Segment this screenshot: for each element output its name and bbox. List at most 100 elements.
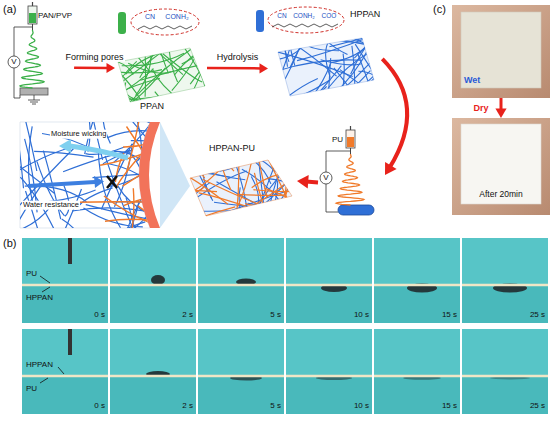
node-text: 2 s (182, 310, 193, 319)
frame-bg (198, 329, 284, 414)
fiber (123, 140, 185, 187)
syringe-setup-2 (320, 126, 374, 215)
video-frame: 10 s (286, 238, 372, 323)
connector-group (495, 98, 506, 118)
syringe-setup-1 (34, 95, 35, 100)
fiber (355, 44, 391, 99)
fiber (93, 173, 163, 178)
fiber (127, 48, 192, 105)
membrane (462, 284, 548, 287)
node-text: 5 s (270, 401, 281, 410)
syringe-setup-1 (29, 13, 36, 23)
panel-letter: (b) (3, 237, 16, 250)
inset-pu-layer (139, 122, 160, 228)
syringe-setup-2 (338, 205, 374, 215)
node-text: Wet (464, 75, 480, 85)
fiber (162, 158, 226, 165)
edge-label: Forming pores (65, 52, 125, 62)
photo-wet (461, 12, 541, 88)
arrow-head (260, 63, 269, 73)
frame-lower (22, 377, 108, 414)
fiber (328, 59, 392, 119)
fiber (12, 100, 23, 188)
fiber (330, 47, 366, 63)
syringe-setup-1 (20, 88, 48, 95)
ppan-molecule (138, 26, 192, 29)
fiber (122, 82, 126, 119)
water-arrow (28, 182, 95, 186)
connector-group (297, 175, 318, 188)
syringe-setup-2 (326, 184, 338, 212)
process-arrow (74, 66, 108, 69)
node-text: V (11, 57, 16, 66)
photo-wet (452, 5, 550, 98)
fiber (236, 168, 303, 214)
leader-line (40, 378, 48, 383)
fiber (283, 170, 295, 236)
node-text: 10 s (354, 401, 369, 410)
photo: After 20min (452, 118, 550, 215)
fiber (136, 55, 152, 96)
frame-bg (22, 329, 108, 414)
ppan-molecule (131, 9, 199, 35)
fiber (161, 121, 211, 194)
needle (68, 238, 72, 264)
frame-lower (462, 377, 548, 414)
zoom-cone (160, 122, 190, 228)
frame-bg (110, 238, 196, 323)
fiber (302, 66, 342, 112)
frame-bg (286, 238, 372, 323)
video-frame: 5 s (198, 329, 284, 414)
ppan-molecule (118, 9, 199, 35)
node-text: PU (332, 135, 343, 144)
fiber (188, 56, 216, 114)
fiber (358, 53, 375, 101)
fiber (255, 84, 285, 97)
arrow-head (495, 109, 506, 118)
frame-lower (374, 377, 460, 414)
node-text: 25 s (530, 310, 545, 319)
fiber (163, 54, 203, 82)
fiber (110, 78, 160, 98)
chemical-group: CN (277, 12, 286, 19)
connector-group (74, 63, 115, 73)
syringe-setup-1 (32, 24, 33, 30)
membrane (286, 375, 372, 378)
fiber (237, 155, 253, 207)
water-arrow (107, 176, 117, 188)
fiber (307, 45, 339, 51)
jet-spiral (336, 154, 364, 205)
fiber (199, 193, 252, 208)
fiber (174, 161, 228, 203)
fiber (261, 165, 305, 233)
fiber (184, 54, 209, 110)
video-frame: 25 s (462, 329, 548, 414)
fiber (131, 188, 134, 234)
fiber (115, 92, 192, 101)
zoom-cone (160, 122, 190, 228)
fiber (175, 53, 197, 75)
fiber (152, 69, 181, 101)
fiber (277, 79, 318, 106)
syringe-setup-1 (32, 2, 33, 6)
chemical-group: COO (322, 12, 337, 19)
fiber (176, 209, 247, 226)
fiber (365, 34, 386, 108)
jet-spiral (20, 30, 44, 88)
connector-group (382, 59, 407, 175)
video-frame: HPPANPU0 s (22, 329, 108, 414)
video-frame: 2 s (110, 238, 196, 323)
fiber (184, 47, 214, 107)
fiber (231, 202, 294, 235)
node-text: Water resistance (22, 201, 80, 210)
node-text: PPAN (140, 101, 164, 111)
node-text: 10 s (354, 310, 369, 319)
fiber (8, 186, 41, 244)
fiber (173, 137, 199, 201)
water-arrow (107, 176, 117, 188)
syringe-setup-2 (326, 151, 350, 172)
fiber (202, 21, 216, 68)
fiber (328, 41, 392, 89)
